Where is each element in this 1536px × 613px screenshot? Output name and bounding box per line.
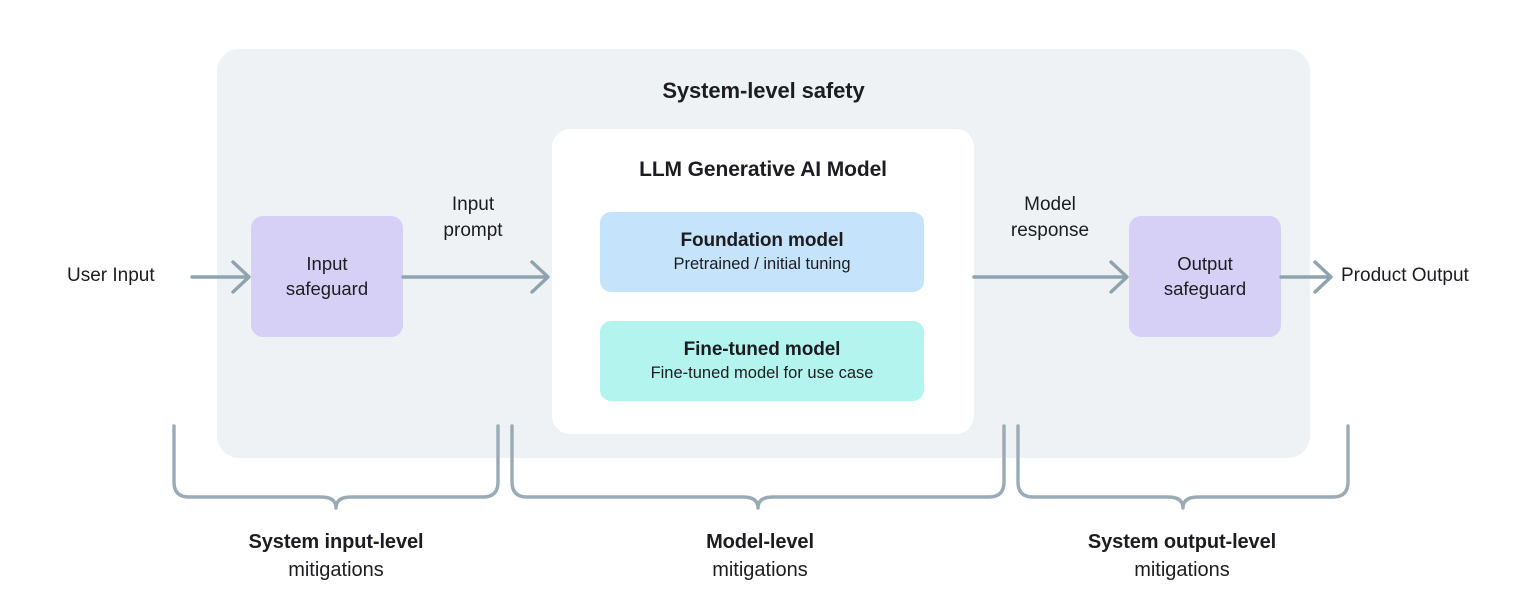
fine-tuned-model-description: Fine-tuned model for use case <box>650 363 874 382</box>
fine-tuned-model-box: Fine-tuned model Fine-tuned model for us… <box>600 321 924 401</box>
caption-model-level-title: Model-level <box>706 531 814 553</box>
caption-system-input-level-subtitle: mitigations <box>288 559 384 581</box>
llm-model-card-title: LLM Generative AI Model <box>639 158 887 181</box>
caption-model-level: Model-level mitigations <box>580 528 940 585</box>
foundation-model-box: Foundation model Pretrained / initial tu… <box>600 212 924 292</box>
system-level-safety-title: System-level safety <box>662 78 865 103</box>
caption-system-input-level-title: System input-level <box>248 531 424 553</box>
caption-system-output-level-subtitle: mitigations <box>1134 559 1230 581</box>
product-output-label: Product Output <box>1341 265 1469 286</box>
caption-system-input-level: System input-level mitigations <box>156 528 516 585</box>
foundation-model-description: Pretrained / initial tuning <box>673 254 851 273</box>
fine-tuned-model-title: Fine-tuned model <box>683 338 841 360</box>
caption-system-output-level-title: System output-level <box>1087 531 1277 553</box>
foundation-model-title: Foundation model <box>680 229 844 251</box>
caption-system-output-level: System output-level mitigations <box>1002 528 1362 585</box>
user-input-label: User Input <box>67 265 155 286</box>
caption-model-level-subtitle: mitigations <box>712 559 808 581</box>
